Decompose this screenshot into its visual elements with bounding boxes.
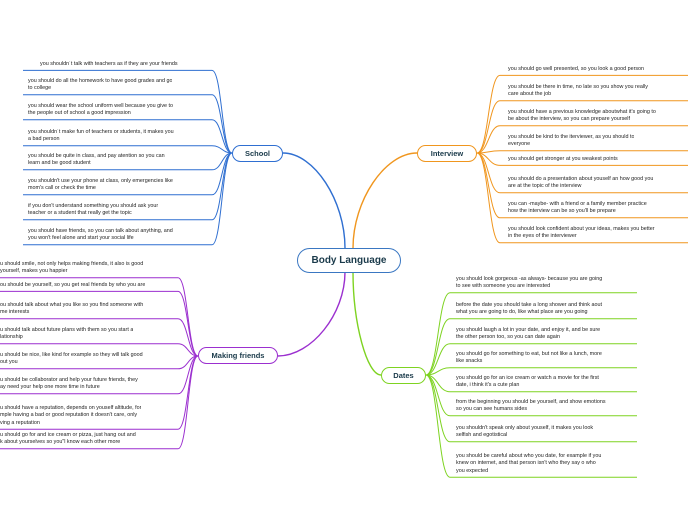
leaf-connector-dates-1	[425, 292, 451, 376]
leaf-school-8[interactable]: you should have friends, so you can talk…	[28, 228, 173, 242]
leaf-interview-7[interactable]: you can -maybe- with a friend or a famil…	[508, 201, 647, 215]
leaf-dates-1[interactable]: you should look gorgeous -as always- bec…	[456, 276, 603, 290]
leaf-dates-4[interactable]: you should go for something to eat, but …	[456, 351, 602, 365]
leaf-interview-6[interactable]: you should do a presentation about youse…	[508, 176, 654, 190]
leaf-connector-dates-2	[425, 318, 451, 376]
leaf-school-4[interactable]: you shouldn´t make fun of teachers or st…	[28, 129, 174, 143]
branch-interview[interactable]: Interview	[417, 145, 477, 162]
leaf-school-1[interactable]: you shouldn´t talk with teachers as if t…	[40, 61, 178, 67]
leaf-making-friends-6[interactable]: u should be collaborator and help your f…	[0, 377, 138, 391]
leaf-making-friends-2[interactable]: ou should be yourself, so you get real f…	[0, 282, 146, 288]
connector-school	[282, 152, 346, 249]
connector-dates	[352, 271, 382, 376]
branch-school[interactable]: School	[232, 145, 283, 162]
leaf-interview-2[interactable]: you should be there in time, no late so …	[508, 84, 648, 98]
leaf-dates-7[interactable]: you shouldn't speak only about youself, …	[456, 425, 594, 439]
leaf-connector-school-7	[211, 152, 233, 221]
leaf-school-5[interactable]: you should be quite in class, and pay at…	[28, 153, 165, 167]
leaf-connector-dates-3	[425, 343, 451, 376]
leaf-connector-interview-7	[476, 152, 501, 219]
leaf-connector-school-4	[211, 145, 233, 154]
leaf-interview-4[interactable]: you should be kind to the iterviewer, as…	[508, 134, 635, 148]
leaf-school-7[interactable]: if you don't understand something you sh…	[28, 203, 159, 217]
leaf-connector-school-8	[211, 152, 233, 246]
connector-interview	[352, 152, 418, 249]
leaf-connector-making_friends-3	[177, 318, 199, 357]
central-topic[interactable]: Body Language	[297, 248, 401, 273]
leaf-connector-interview-1	[476, 74, 501, 154]
leaf-interview-5[interactable]: you should get stronger at you weakest p…	[508, 156, 618, 162]
branch-dates[interactable]: Dates	[381, 367, 426, 384]
leaf-connector-dates-8	[425, 374, 451, 478]
branch-making-friends[interactable]: Making friends	[198, 347, 278, 364]
leaf-dates-3[interactable]: you should laugh a lot in your date, and…	[456, 327, 601, 341]
leaf-making-friends-3[interactable]: ou should talk about what you like so yo…	[0, 302, 144, 316]
leaf-school-2[interactable]: you should do all the homework to have g…	[28, 78, 173, 92]
leaf-connector-interview-8	[476, 152, 501, 244]
leaf-connector-making_friends-2	[177, 290, 199, 357]
leaf-connector-school-1	[211, 69, 233, 154]
leaf-making-friends-5[interactable]: u should be nice, like kind for example …	[0, 352, 143, 366]
leaf-school-3[interactable]: you should wear the school uniform well …	[28, 103, 174, 117]
leaf-connector-interview-2	[476, 100, 501, 154]
leaf-connector-school-3	[211, 119, 233, 154]
leaf-connector-interview-3	[476, 125, 501, 154]
leaf-connector-making_friends-8	[177, 355, 199, 450]
leaf-making-friends-7[interactable]: u should have a reputation, depends on y…	[0, 405, 142, 426]
leaf-dates-6[interactable]: from the beginning you should be yoursel…	[456, 399, 606, 413]
leaf-making-friends-4[interactable]: u should talk about future plans with th…	[0, 327, 134, 341]
leaf-dates-2[interactable]: before the date you should take a long s…	[456, 302, 602, 316]
leaf-dates-8[interactable]: you should be careful about who you date…	[456, 453, 602, 474]
leaf-connector-dates-4	[425, 367, 451, 376]
leaf-making-friends-1[interactable]: u should smile, not only helps making fr…	[0, 261, 144, 275]
leaf-connector-school-2	[211, 94, 233, 154]
leaf-school-6[interactable]: you shouldn't use your phone at class, o…	[28, 178, 173, 192]
leaf-interview-3[interactable]: you should have a previous knowledge abo…	[508, 109, 656, 123]
connector-making_friends	[277, 271, 346, 357]
leaf-connector-dates-7	[425, 374, 451, 443]
leaf-interview-1[interactable]: you should go well presented, so you loo…	[508, 66, 645, 72]
leaf-making-friends-8[interactable]: u should go for and ice cream or pizza, …	[0, 432, 136, 446]
leaf-interview-8[interactable]: you should look confident about your ide…	[508, 226, 655, 240]
leaf-dates-5[interactable]: you should go for an ice cream or watch …	[456, 375, 599, 389]
leaf-connector-making_friends-4	[177, 343, 199, 357]
